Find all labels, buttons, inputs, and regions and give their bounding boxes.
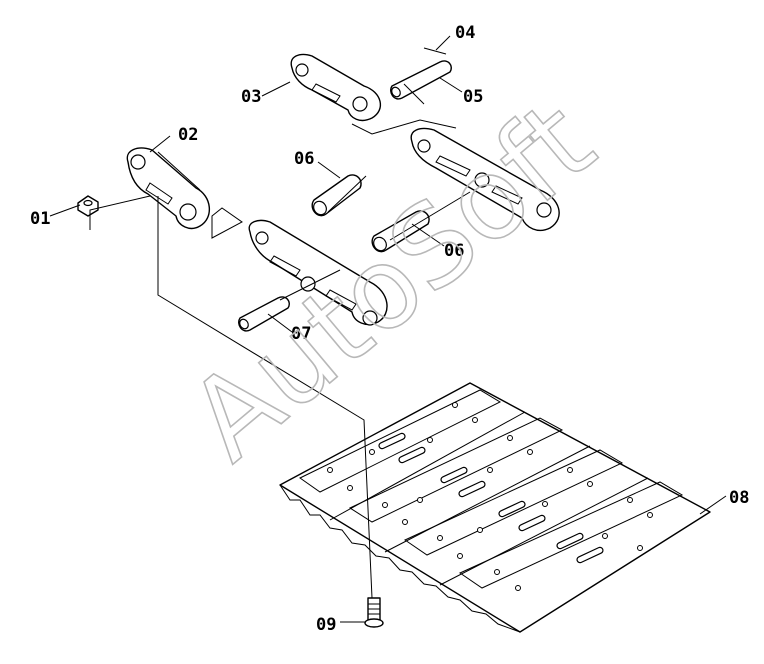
leader-lines [49, 35, 727, 623]
callout-06-upper: 06 [294, 149, 314, 169]
callout-02: 02 [178, 125, 198, 145]
callout-05: 05 [463, 87, 483, 107]
track-bushing-upper [311, 174, 362, 217]
callout-04: 04 [455, 23, 475, 43]
track-bushing-lower [371, 210, 430, 253]
track-link-left [126, 147, 210, 230]
track-bolt [364, 597, 384, 628]
callout-06-lower: 06 [444, 241, 464, 261]
track-shoe-plates [279, 382, 711, 633]
track-pin-top [390, 60, 452, 100]
callout-08: 08 [729, 488, 749, 508]
track-link-right [410, 127, 560, 232]
track-link-top [290, 53, 382, 122]
track-pin-lower [238, 296, 290, 332]
callout-01: 01 [30, 209, 50, 229]
assembly-guide-lines [89, 83, 471, 599]
callout-07: 07 [291, 324, 311, 344]
callout-03: 03 [241, 87, 261, 107]
track-nut [77, 195, 99, 217]
callout-09: 09 [316, 615, 336, 635]
track-cotter-pin [423, 47, 447, 55]
